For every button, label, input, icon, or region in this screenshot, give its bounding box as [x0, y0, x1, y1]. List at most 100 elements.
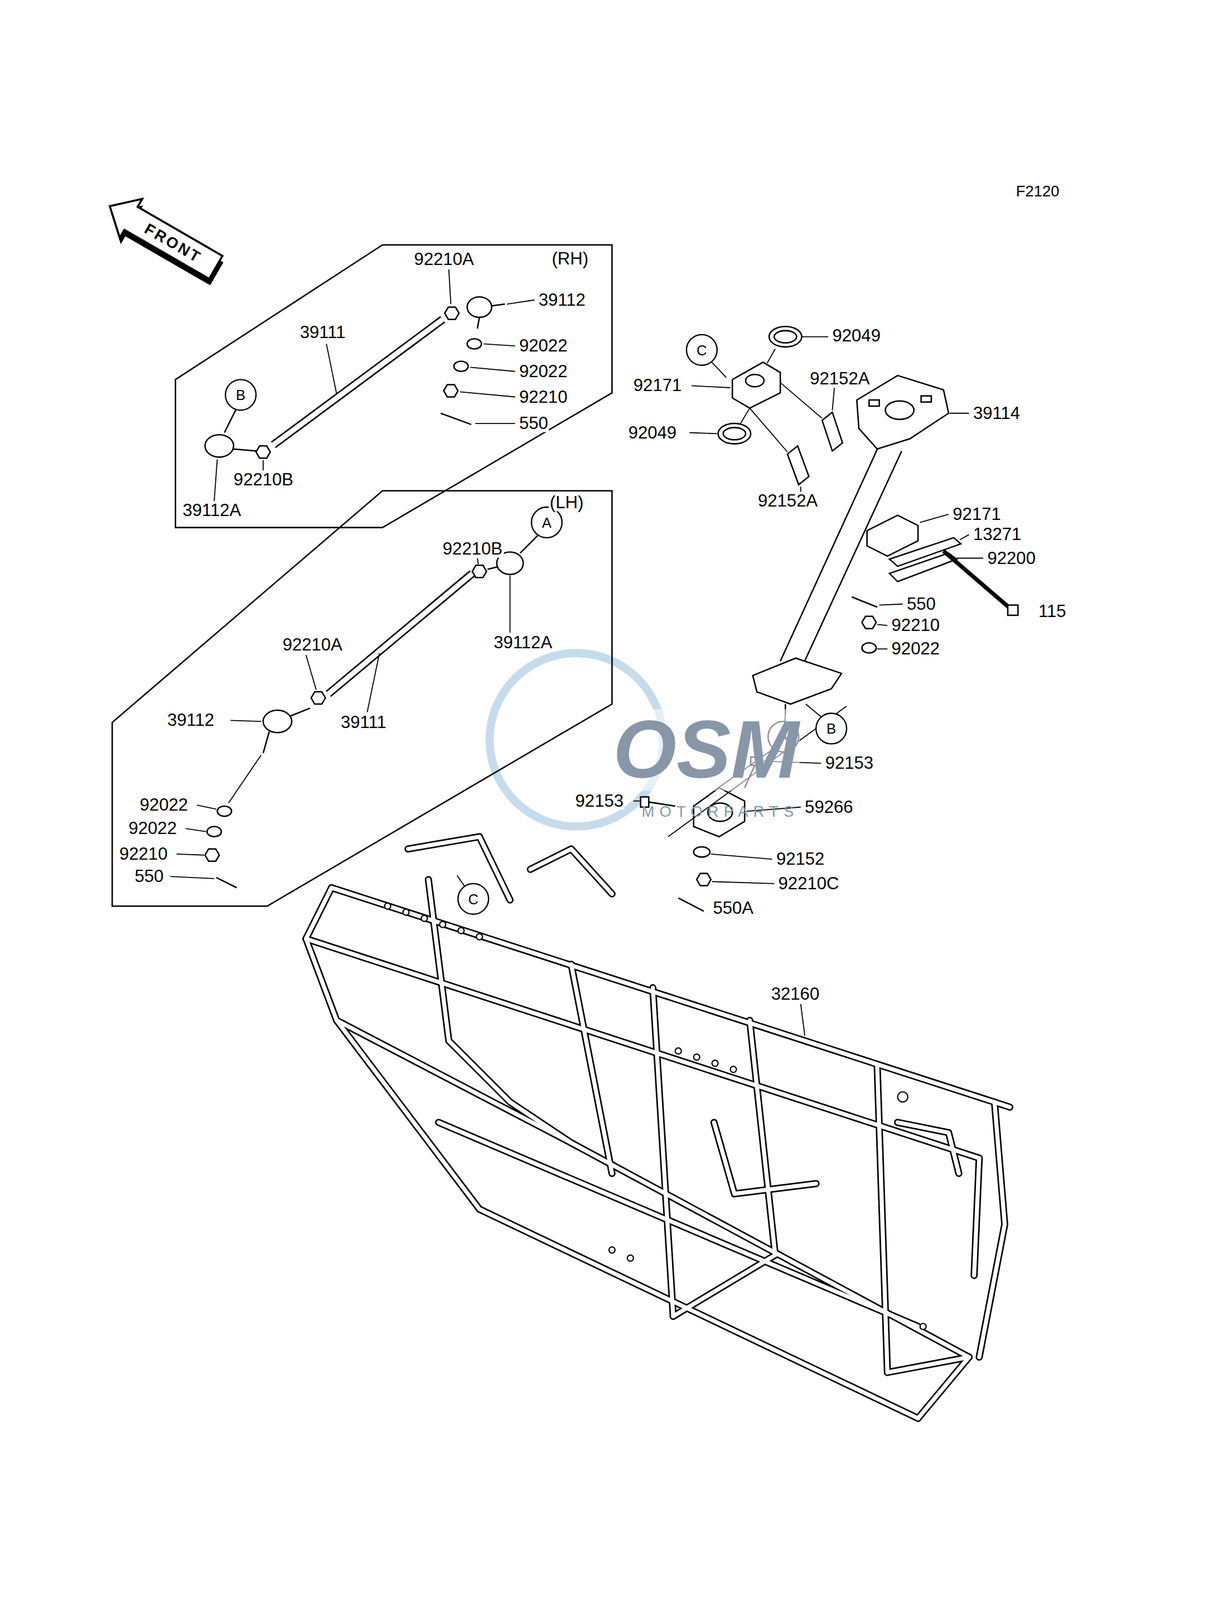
callout-number: 92152A	[808, 369, 871, 388]
frame	[384, 902, 391, 910]
leader-line	[712, 881, 775, 884]
reference-letter: B	[229, 383, 253, 406]
steering-shaft	[851, 596, 878, 607]
leader-line	[800, 1003, 805, 1036]
callout-number: 39112A	[492, 634, 554, 652]
frame	[306, 836, 1010, 1419]
tie-rod	[232, 448, 258, 452]
leader-line	[766, 349, 776, 364]
steering-shaft	[745, 374, 765, 387]
front-arrow	[95, 186, 231, 294]
tie-rod	[453, 360, 469, 371]
callout-number: 92210B	[441, 539, 504, 558]
callout-number: 92171	[632, 376, 683, 395]
group-heading: (LH)	[548, 493, 585, 511]
tie-rod	[263, 731, 270, 753]
watermark: MOTORPARTS	[640, 803, 801, 819]
reference-letter: B	[820, 717, 843, 740]
leader-line	[879, 603, 903, 606]
leader-line	[506, 300, 535, 304]
frame	[402, 909, 409, 916]
leader-line	[228, 754, 262, 803]
steering-shaft	[696, 873, 712, 886]
callout-number: 550	[905, 595, 937, 613]
leader-line	[633, 800, 640, 802]
reference-circle: C	[690, 338, 713, 361]
leader-line	[448, 269, 452, 304]
callout-number: 92022	[518, 336, 569, 355]
steering-shaft	[718, 423, 752, 444]
frame	[608, 1246, 616, 1253]
reference-circle: B	[229, 383, 253, 406]
reference-circle: B	[820, 717, 843, 740]
callout-number: 92210B	[232, 470, 295, 488]
frame	[730, 1065, 737, 1072]
steering-shaft	[862, 616, 877, 629]
callout-number: 39114	[972, 404, 1022, 422]
tie-rod	[467, 338, 482, 349]
tie-rod	[289, 707, 311, 717]
tie-rod	[472, 564, 487, 578]
circle-outline	[686, 334, 718, 366]
frame	[627, 1254, 634, 1261]
frame	[457, 927, 464, 934]
steering-shaft	[774, 330, 797, 343]
tie-rod	[477, 317, 480, 329]
tie-rod	[311, 691, 326, 704]
leader-line	[691, 385, 731, 388]
tie-rod	[443, 384, 459, 398]
steering-shaft	[732, 361, 781, 408]
box-outline	[112, 490, 612, 906]
callout-number: 92153	[574, 791, 625, 810]
reference-code: F2120	[1014, 182, 1061, 198]
steering-shaft	[780, 444, 879, 661]
leader-line	[711, 853, 773, 859]
callout-number: 92210A	[281, 635, 344, 654]
frame	[920, 1322, 927, 1329]
leader-line	[470, 366, 515, 371]
steering-shaft	[867, 515, 918, 557]
steering-shaft	[787, 445, 809, 485]
leader-line	[196, 804, 217, 809]
leader-line	[920, 514, 949, 523]
callout-number: 92210A	[413, 250, 476, 268]
leader-line	[740, 408, 750, 424]
frame	[476, 933, 483, 940]
tie-rod	[205, 296, 541, 888]
tie-rod	[255, 445, 271, 458]
leader-line	[483, 343, 516, 346]
tie-rod	[216, 877, 238, 888]
callout-number: 550	[133, 867, 166, 886]
side-group-box: A(LH)	[112, 490, 612, 906]
leader-line	[832, 387, 835, 410]
steering-shaft	[885, 400, 915, 420]
tie-rod	[440, 413, 472, 425]
circle-outline	[457, 883, 489, 915]
leader-line	[170, 876, 215, 879]
leader-line	[262, 460, 264, 471]
callout-number: 550A	[712, 898, 755, 917]
leader-line	[780, 382, 823, 419]
callout-number: 39112	[166, 711, 216, 729]
leader-line	[959, 534, 969, 540]
callout-number: 115	[1037, 602, 1067, 620]
frame	[306, 836, 1010, 1419]
tie-rod	[467, 296, 492, 318]
leader-line	[509, 575, 511, 633]
circle-outline	[815, 712, 847, 744]
leader-line	[689, 432, 717, 434]
reference-letter: A	[535, 510, 558, 534]
leader-line	[176, 853, 204, 855]
callout-number: 92022	[127, 819, 178, 838]
tie-rod	[263, 709, 292, 733]
callout-number: 39112A	[181, 501, 243, 519]
callout-number: 92200	[986, 549, 1037, 567]
tie-rod	[205, 848, 220, 862]
front-arrow	[98, 186, 227, 287]
steering-shaft	[802, 450, 902, 665]
tie-rod	[224, 408, 237, 433]
group-heading: (RH)	[550, 249, 590, 268]
callout-number: 39111	[298, 324, 347, 342]
callout-number: 92152A	[756, 492, 819, 510]
callout-number: 59266	[803, 798, 854, 816]
